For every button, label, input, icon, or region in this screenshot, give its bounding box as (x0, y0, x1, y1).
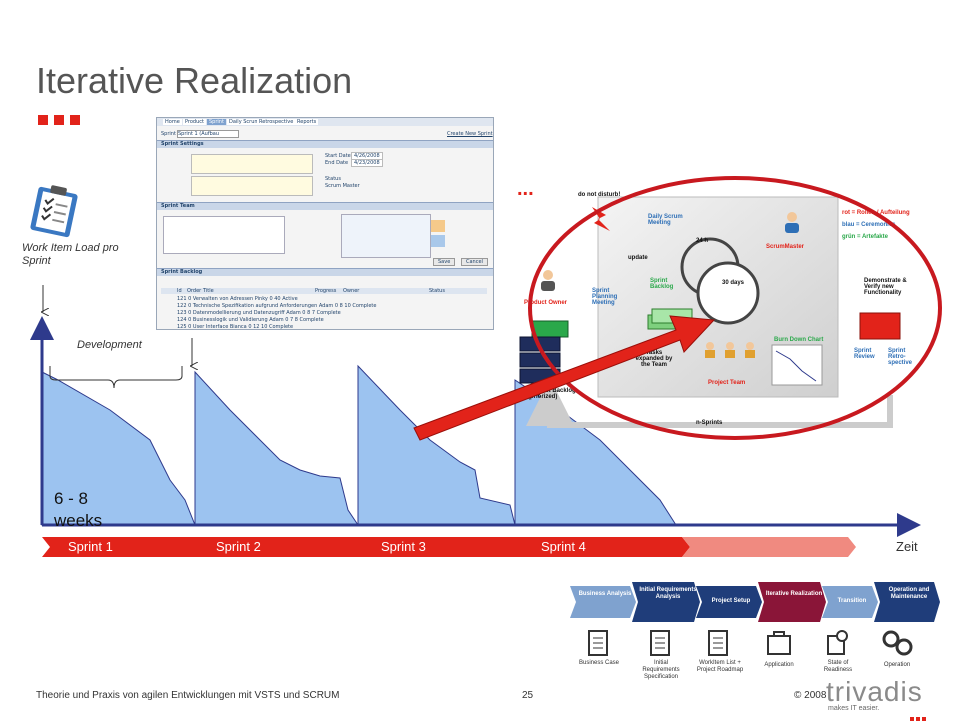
operation-gears-icon (880, 628, 914, 658)
retro-label: Sprint Retro-spective (888, 348, 913, 366)
artifact-worklist: WorkItem List + Project Roadmap (696, 660, 744, 673)
section-team[interactable]: Sprint Team (157, 202, 493, 210)
team-label: Project Team (708, 380, 746, 386)
review-label: Sprint Review (854, 348, 875, 360)
process-strip: Business Analysis Initial Requirements A… (570, 582, 940, 622)
phase-transition: Transition (837, 598, 867, 604)
increment-box (859, 312, 901, 340)
development-label: Development (77, 339, 142, 351)
artifact-readiness: State of Readiness (823, 660, 853, 673)
development-bracket (49, 366, 183, 389)
sprint-screenshot: Home Product Sprint Daily Scrum Retrospe… (156, 117, 494, 330)
sprint-band-future (682, 537, 856, 557)
product-backlog-label: Product Backlog (priorized) (528, 388, 576, 400)
big-red-arrow (413, 315, 716, 441)
table-row[interactable]: 122 0 Technische Spezifikation aufgrund … (177, 303, 377, 309)
cancel-button[interactable]: Cancel (461, 258, 488, 266)
sprint-label-1: Sprint 1 (68, 539, 113, 554)
tab-sprint[interactable]: Sprint (207, 119, 226, 125)
artifact-operation: Operation (883, 662, 911, 668)
table-row[interactable]: 123 0 Datenmodellierung und Datenzugriff… (177, 310, 341, 316)
business-case-icon (584, 628, 614, 658)
burn-down-label: Burn Down Chart (774, 337, 824, 343)
n-sprints-loop (526, 378, 893, 428)
tab-daily-scrum[interactable]: Daily Scrum (227, 119, 262, 125)
scrum-master-label: ScrumMaster (766, 244, 805, 250)
legend-green: grün = Artefakte (842, 234, 888, 240)
tab-retrospective[interactable]: Retrospective (257, 119, 296, 125)
section-settings[interactable]: Sprint Settings (157, 140, 493, 148)
end-date-field[interactable]: 4/23/2008 (351, 159, 383, 167)
sprint-cycle (696, 261, 760, 325)
requirements-spec-icon (646, 628, 676, 658)
sprint-backlog-label: Sprint Backlog (650, 278, 674, 290)
artifact-application: Application (764, 662, 794, 668)
logo-dots (910, 708, 926, 726)
phase-business-analysis: Business Analysis (578, 591, 632, 597)
team-icon (700, 338, 760, 368)
sprint-select[interactable]: Sprint 1 (Aufbau Adressverwaltung) (177, 130, 239, 138)
phase-initial-requirements: Initial Requirements Analysis (639, 587, 697, 600)
table-row[interactable]: 125 0 User Interface Bianca 0 12 10 Comp… (177, 324, 294, 330)
tab-product[interactable]: Product (183, 119, 206, 125)
section-backlog[interactable]: Sprint Backlog (157, 268, 493, 276)
product-owner-icon (538, 268, 558, 292)
axis-label-zeit: Zeit (896, 539, 918, 554)
goals-field[interactable] (191, 176, 313, 196)
phase-project-setup: Project Setup (711, 598, 751, 604)
sprint-planning-label: Sprint Planning Meeting (592, 288, 618, 306)
legend-blue: blau = Ceremonies (842, 222, 896, 228)
work-item-label: Work Item Load pro Sprint (22, 242, 119, 267)
phase-iterative-realization: Iterative Realization (765, 591, 823, 597)
trivadis-logo: trivadis (826, 676, 923, 707)
demonstrate-label: Demonstrate & Verify new Functionality (864, 278, 907, 296)
hours-label: 24 h (696, 238, 709, 244)
daily-scrum-label: Daily Scrum Meeting (648, 214, 683, 226)
tab-reports[interactable]: Reports (295, 119, 319, 125)
artifact-business-case: Business Case (578, 660, 620, 666)
tab-home[interactable]: Home (163, 119, 182, 125)
sprint-label-2: Sprint 2 (216, 539, 261, 554)
description-field[interactable] (191, 154, 313, 174)
page-number: 25 (522, 690, 534, 701)
backlog-table: Id Order Title Progress Owner Status 121… (157, 276, 493, 330)
do-not-disturb: do not disturb! (578, 192, 621, 198)
footer-title: Theorie und Praxis von agilen Entwicklun… (36, 690, 340, 701)
worklist-icon (704, 628, 734, 658)
logo-tagline: makes IT easier. (828, 705, 880, 712)
screenshot-tabbar: Home Product Sprint Daily Scrum Retrospe… (157, 118, 493, 126)
table-row[interactable]: 121 0 Verwalten von Adressen Pinky 0 40 … (177, 296, 298, 302)
phase-operation: Operation and Maintenance (888, 587, 930, 600)
sprint-label-3: Sprint 3 (381, 539, 426, 554)
sprint-band-active (42, 537, 690, 557)
tasks-label: Tasks expanded by the Team (635, 350, 673, 368)
burn-down-chart (771, 344, 823, 386)
update-label: update (628, 255, 648, 261)
team-table (163, 216, 285, 254)
highlight-ellipse (528, 176, 942, 440)
readiness-icon (822, 628, 852, 658)
n-sprints-label: n-Sprints (696, 420, 723, 426)
application-icon (764, 628, 794, 658)
team-hours (341, 214, 431, 258)
table-row[interactable]: 124 0 Businesslogik und Validierung Adam… (177, 317, 324, 323)
clipboard-icon (26, 180, 86, 240)
artifact-requirements: Initial Requirements Specification (642, 660, 680, 680)
days-label: 30 days (721, 280, 745, 286)
create-sprint-link[interactable]: Create New Sprint (447, 131, 493, 137)
slide-title: Iterative Realization (36, 60, 353, 101)
save-button[interactable]: Save (433, 258, 456, 266)
scrum-master-icon (782, 210, 802, 234)
title-dots (38, 112, 86, 130)
sprint-label-4: Sprint 4 (541, 539, 586, 554)
product-owner-label: Product Owner (524, 300, 568, 306)
copyright: © 2008 (794, 690, 827, 701)
diagram-ellipsis: ... (517, 178, 534, 200)
weeks-label: 6 - 8 weeks (54, 489, 103, 530)
